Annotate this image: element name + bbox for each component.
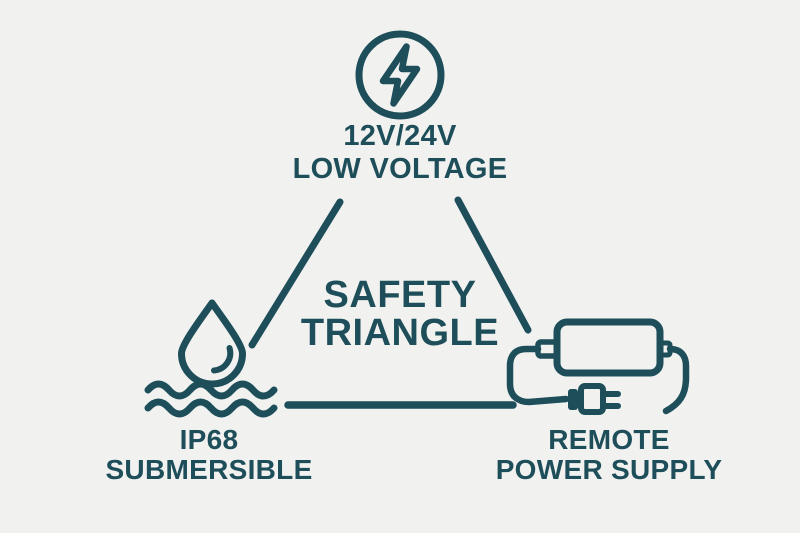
low-voltage-label-line1: 12V/24V — [343, 120, 457, 152]
water-drop-waves-icon — [144, 299, 278, 418]
adapter-right-cable — [662, 345, 690, 415]
water-drop-outline — [178, 299, 246, 388]
remote-power-label-line1: REMOTE — [548, 424, 670, 455]
lightning-bolt-circle-icon — [355, 30, 445, 120]
triangle-left-side — [248, 198, 344, 349]
submersible-label-line1: IP68 — [179, 424, 239, 455]
adapter-left-cable — [506, 345, 570, 406]
remote-power-label-line2: POWER SUPPLY — [495, 453, 723, 485]
wave-line-2 — [144, 398, 278, 418]
low-voltage-label: 12V/24V LOW VOLTAGE — [293, 120, 508, 186]
submersible-label: IP68 SUBMERSIBLE — [105, 425, 312, 484]
remote-power-label: REMOTE POWER SUPPLY — [496, 425, 723, 484]
wave-line-1 — [144, 380, 278, 400]
triangle-sides — [248, 196, 532, 409]
adapter-brick — [553, 318, 664, 377]
submersible-label-line2: SUBMERSIBLE — [105, 453, 313, 485]
power-adapter-plug-icon — [506, 318, 690, 415]
low-voltage-label-line2: LOW VOLTAGE — [292, 153, 508, 185]
triangle-right-side — [454, 196, 532, 334]
plug-body — [578, 383, 606, 415]
lightning-bolt-icon — [379, 43, 421, 107]
title-line1: SAFETY — [323, 274, 477, 316]
title-line2: TRIANGLE — [300, 312, 500, 354]
plug-ferrule — [568, 389, 578, 410]
circle-outline — [355, 30, 445, 120]
page-title: SAFETY TRIANGLE — [301, 276, 499, 352]
water-drop-highlight — [211, 345, 234, 374]
